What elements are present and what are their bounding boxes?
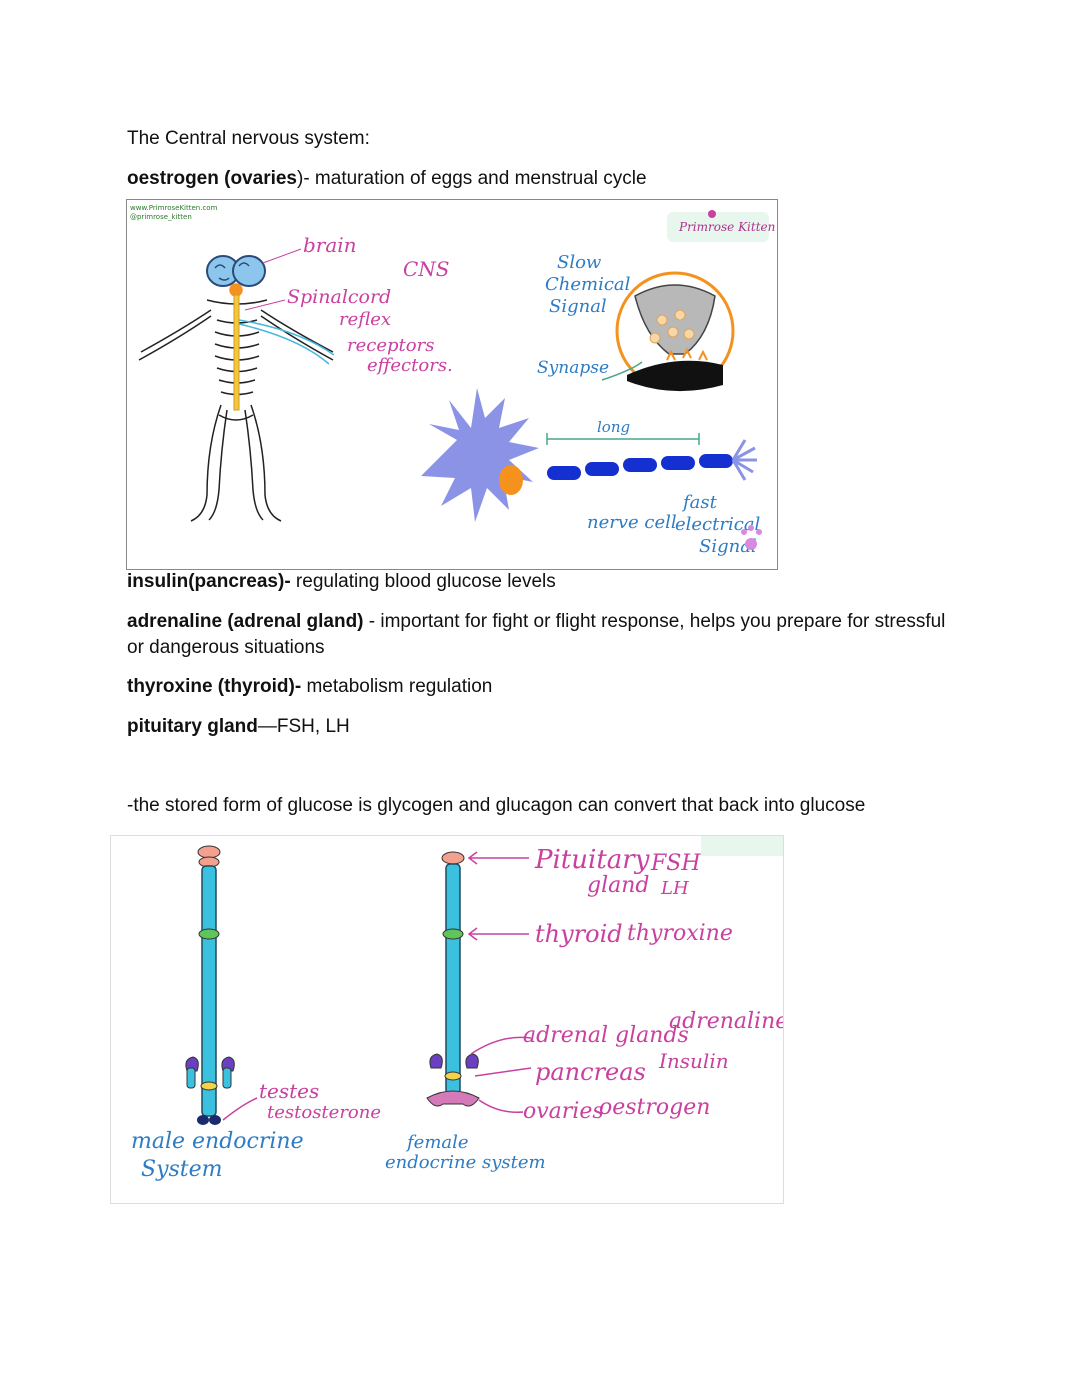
paw-icon [741,525,762,550]
label-female: female [405,1132,469,1153]
insulin-term: insulin(pancreas)- [127,571,291,592]
nervous-system-drawing: Primrose Kitten brain CNS Spinalcord ref… [138,210,775,557]
male-body-icon [185,845,235,1125]
thyroxine-line: thyroxine (thyroid)- metabolism regulati… [127,674,492,700]
label-adrenal-glands: adrenal glands [523,1023,689,1048]
label-reflex: reflex [339,309,391,330]
label-insulin: Insulin [658,1049,729,1073]
label-fsh: FSH [650,851,701,876]
glycogen-note: -the stored form of glucose is glycogen … [127,795,866,816]
pituitary-desc: —FSH, LH [257,716,350,737]
label-oestrogen: oestrogen [599,1095,710,1120]
oestrogen-term: oestrogen (ovaries [127,168,297,189]
adrenaline-line: adrenaline (adrenal gland) - important f… [127,609,967,661]
primrose-kitten-logo: Primrose Kitten [667,210,775,242]
adrenaline-desc: - important for fight or flight response… [127,611,946,658]
label-receptors: receptors [347,335,434,356]
endocrine-drawing: Pituitary FSH gland LH thyroid thyroxine… [131,836,783,1182]
insulin-line: insulin(pancreas)- regulating blood gluc… [127,569,556,595]
pituitary-line: pituitary gland—FSH, LH [127,714,350,740]
label-female-system: endocrine system [385,1152,546,1173]
spinal-cord-icon [233,294,240,411]
label-cns: CNS [403,257,450,281]
label-electrical: electrical [675,514,761,535]
page-heading: The Central nervous system: [127,128,370,149]
label-lh: LH [660,878,689,899]
label-chemical: Chemical [545,274,631,295]
adrenaline-term: adrenaline (adrenal gland) [127,611,364,632]
label-male-system: System [141,1157,223,1182]
thyroxine-term: thyroxine (thyroid)- [127,676,302,697]
watermark-handle: @primrose_kitten [130,213,192,221]
label-thyroid: thyroid [535,920,623,948]
label-pancreas: pancreas [535,1058,646,1086]
label-fast-signal: Signal [699,536,757,557]
label-fast: fast [681,492,718,513]
watermark-url: www.PrimroseKitten.com [130,204,218,212]
neuron-icon [421,388,757,522]
thyroxine-desc: metabolism regulation [301,676,493,697]
label-adrenaline: adrenaline [669,1009,783,1034]
logo-strip [701,836,783,856]
pituitary-term: pituitary gland [127,716,258,737]
label-thyroxine: thyroxine [627,921,733,946]
label-effectors: effectors. [367,355,453,376]
brain-icon [206,255,266,287]
label-ovaries: ovaries [523,1099,604,1124]
label-slow: Slow [557,252,602,273]
oestrogen-line: oestrogen (ovaries)- maturation of eggs … [127,166,647,192]
label-long: long [597,418,630,436]
label-nerve-cell: nerve cell [587,512,677,533]
label-testosterone: testosterone [267,1102,381,1123]
nervous-system-diagram: www.PrimroseKitten.com @primrose_kitten … [126,199,778,570]
endocrine-system-diagram: Pituitary FSH gland LH thyroid thyroxine… [110,835,784,1204]
label-brain: brain [303,233,357,257]
label-signal: Signal [549,296,607,317]
female-body-icon [426,851,480,1107]
label-synapse: Synapse [537,358,609,378]
label-gland: gland [587,873,650,898]
label-pituitary: Pituitary [534,845,650,875]
label-male-endocrine: male endocrine [131,1129,304,1154]
logo-text: Primrose Kitten [678,220,775,234]
label-spinal-cord: Spinalcord [287,286,391,308]
label-testes: testes [259,1079,319,1103]
synapse-icon [615,271,735,392]
oestrogen-desc: )- maturation of eggs and menstrual cycl… [297,168,647,189]
insulin-desc: regulating blood glucose levels [290,571,556,592]
